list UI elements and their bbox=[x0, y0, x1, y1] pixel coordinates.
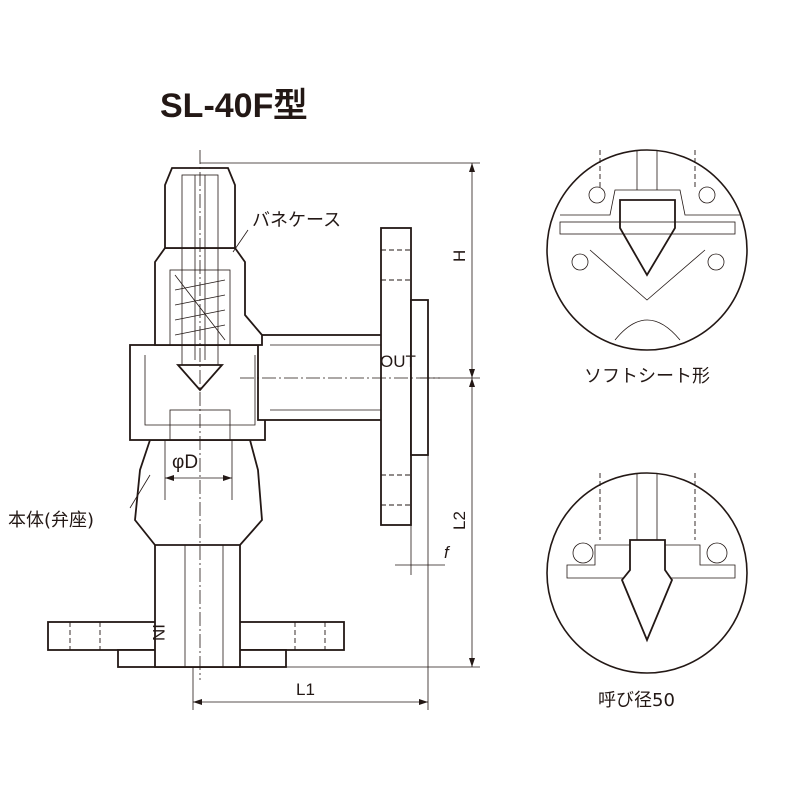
outlet-label: OUT bbox=[380, 352, 416, 371]
soft-seat-caption: ソフトシート形 bbox=[584, 366, 710, 387]
dimension-lines bbox=[129, 162, 480, 710]
length1-dim-label: L1 bbox=[296, 680, 315, 699]
soft-seat-detail bbox=[546, 149, 748, 351]
length2-dim-label: L2 bbox=[450, 511, 469, 530]
outlet-flange bbox=[380, 227, 429, 526]
inlet-label: IN bbox=[149, 624, 168, 641]
flange-dim-label: f bbox=[444, 543, 449, 562]
height-dim-label: H bbox=[450, 249, 469, 262]
nominal-size-caption: 呼び径50 bbox=[598, 690, 675, 711]
bore-label: φD bbox=[172, 452, 199, 473]
outlet-pipe bbox=[257, 334, 384, 421]
body-label: 本体(弁座) bbox=[8, 510, 95, 531]
spring-case-label: バネケース bbox=[252, 210, 342, 231]
nominal-50-detail bbox=[546, 472, 748, 674]
drawing-title: SL-40F型 bbox=[160, 87, 308, 125]
